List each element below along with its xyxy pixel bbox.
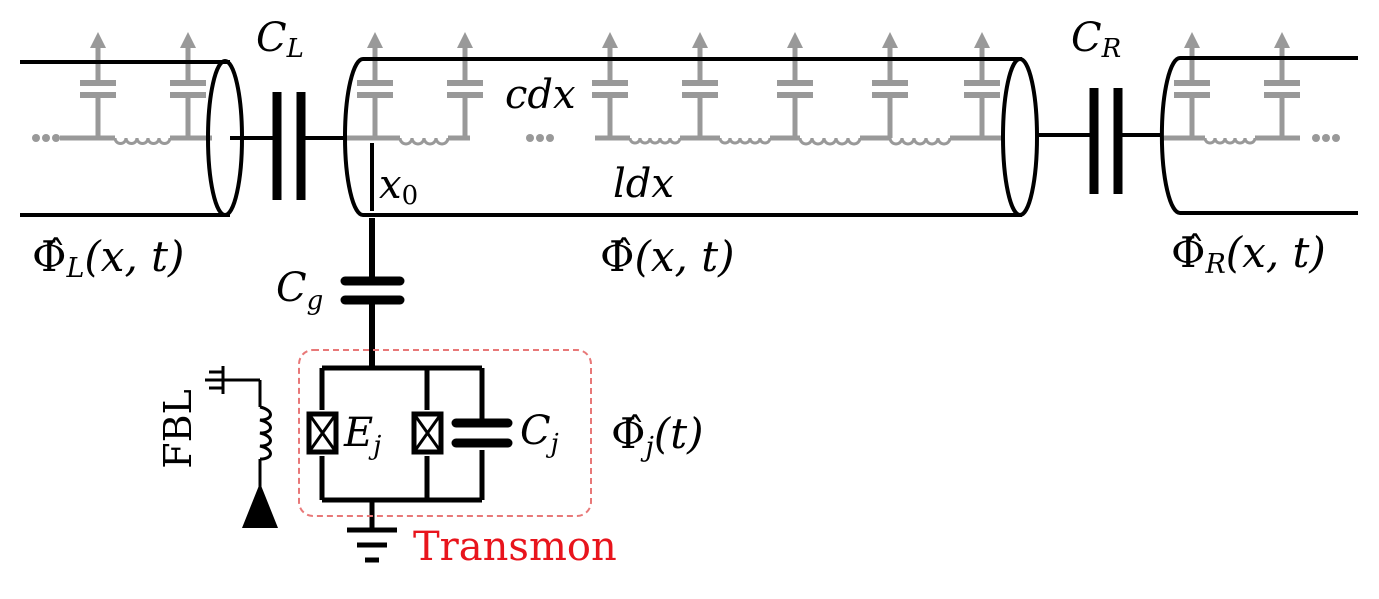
label-c-g-sub: g (306, 286, 324, 316)
arrow-up-icon (180, 32, 196, 48)
inductor-coil (398, 137, 450, 146)
label-phi-hat: Φ̂ (600, 232, 635, 281)
ellipsis-dot (526, 134, 534, 142)
inductor-coil (113, 137, 172, 145)
label-e-j-sub: j (373, 431, 382, 461)
label-c-r: CR (1071, 18, 1121, 62)
ellipsis-dot (1332, 134, 1340, 142)
label-phi-r-args: (x, t) (1225, 228, 1326, 277)
flux-bias-line (205, 366, 278, 528)
arrow-up-icon (367, 32, 383, 48)
transmon-box (298, 349, 592, 517)
inductor-coil (718, 137, 772, 145)
label-phi-r: Φ̂R(x, t) (1171, 232, 1326, 280)
label-transmon: Transmon (413, 524, 617, 570)
label-phi-j-hat: Φ̂ (611, 409, 646, 458)
inductor-coil (888, 137, 952, 146)
ellipsis-dot (52, 134, 60, 142)
label-x0-sub: 0 (401, 181, 419, 211)
coupling-capacitor-left (230, 92, 345, 200)
label-ldx: ldx (613, 161, 674, 207)
label-c-j-sub: j (550, 429, 559, 459)
label-c-l: CL (256, 18, 304, 62)
label-c-r-sub: R (1101, 34, 1122, 64)
label-e-j-main: E (344, 410, 374, 456)
label-phi-r-hat: Φ̂ (1171, 228, 1206, 277)
label-phi-args: (x, t) (634, 232, 735, 281)
label-phi-l-sub: L (66, 253, 85, 284)
coupling-capacitor-right (1037, 88, 1163, 194)
ellipsis-dot (1312, 134, 1320, 142)
inductor-coil (1203, 137, 1257, 145)
arrow-up-icon (974, 32, 990, 48)
label-phi-j: Φ̂j(t) (611, 413, 703, 463)
label-c-l-main: C (256, 15, 287, 61)
label-c-g-main: C (276, 265, 307, 311)
inductor-coil (628, 137, 682, 145)
label-e-j: Ej (344, 413, 381, 459)
transmon-circuit (306, 365, 513, 563)
lumped-element-chain (32, 32, 1340, 146)
label-c-r-main: C (1071, 15, 1102, 61)
label-phi-r-sub: R (1205, 249, 1226, 280)
ellipsis-dot (32, 134, 40, 142)
label-x0-main: x (379, 162, 402, 208)
arrow-up-icon (692, 32, 708, 48)
gate-connection (340, 143, 405, 368)
label-phi-l-hat: Φ̂ (32, 232, 67, 281)
arrow-up-icon (90, 32, 106, 48)
label-cdx: cdx (505, 72, 576, 118)
arrow-up-icon (787, 32, 803, 48)
label-c-g: Cg (276, 268, 323, 314)
ellipsis-dot (546, 134, 554, 142)
label-c-j: Cj (520, 411, 559, 457)
label-c-l-sub: L (286, 34, 304, 64)
label-fbl: FBL (155, 389, 200, 469)
arrow-up-icon (602, 32, 618, 48)
label-x0: x0 (379, 165, 418, 209)
label-phi-j-sub: j (645, 432, 654, 463)
arrow-up-icon (1274, 32, 1290, 48)
arrow-up-icon (457, 32, 473, 48)
arrow-up-icon (882, 32, 898, 48)
label-c-j-main: C (520, 408, 551, 454)
ellipsis-dot (536, 134, 544, 142)
label-phi-l-args: (x, t) (84, 232, 185, 281)
label-phi-l: Φ̂L(x, t) (32, 236, 184, 284)
arrow-up-icon (1184, 32, 1200, 48)
inductor-coil (798, 137, 862, 146)
label-phi: Φ̂(x, t) (600, 236, 734, 278)
label-phi-j-args: (t) (653, 409, 704, 458)
ellipsis-dot (42, 134, 50, 142)
ellipsis-dot (1322, 134, 1330, 142)
